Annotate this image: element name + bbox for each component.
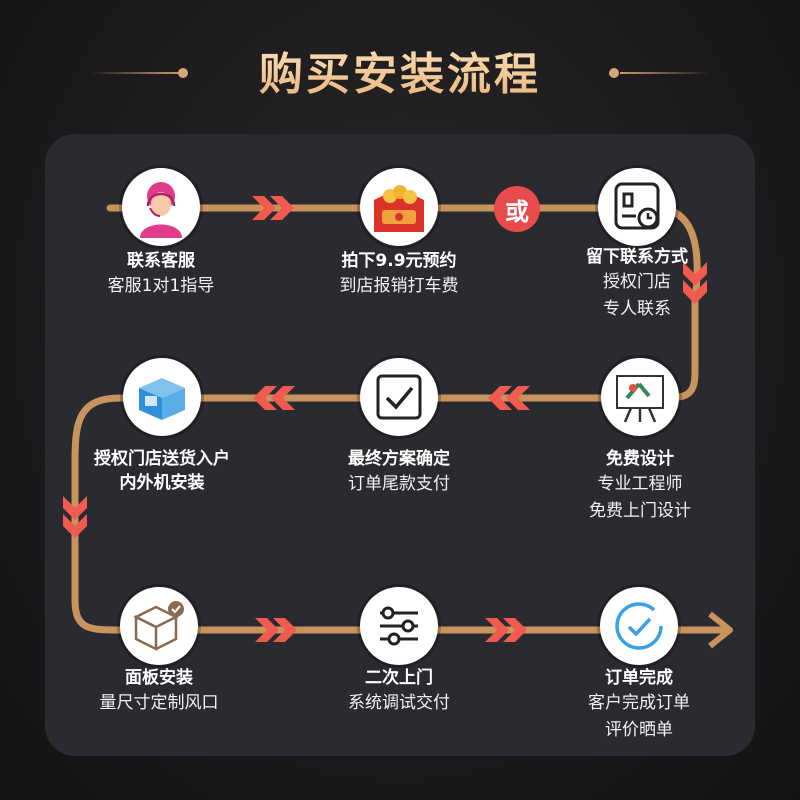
step-1-text: 联系客服 客服1对1指导 [51,249,271,300]
step-8-icon [360,587,438,665]
contact-card-icon [614,182,660,230]
step-6-text: 授权门店送货入户 内外机安装 [52,447,272,495]
step-detail: 订单尾款支付 [348,474,450,494]
step-4-icon [601,358,679,436]
design-board-icon [616,375,664,423]
title-dot-left [178,68,188,78]
step-detail: 客户完成订单 [588,693,690,713]
title-dot-right [609,68,619,78]
step-detail: 到店报销打车费 [339,276,459,296]
step-title: 最终方案确定 [348,449,450,469]
step-detail: 内外机安装 [119,473,205,493]
step-detail: 专人联系 [603,299,671,319]
step-2-text: 拍下9.9元预约 到店报销打车费 [289,249,509,300]
step-detail: 授权门店 [603,272,671,292]
chevron-down-icon [63,496,87,538]
step-9-icon [600,587,678,665]
customer-service-icon [140,182,182,238]
title-decoration-right [620,72,710,74]
chevron-right-icon [252,196,294,220]
step-2-icon [360,168,438,246]
step-detail: 客服1对1指导 [107,276,215,296]
step-detail: 量尺寸定制风口 [99,693,219,713]
step-title: 联系客服 [127,251,195,271]
step-title: 免费设计 [606,449,674,469]
red-envelope-icon [374,185,424,232]
page-title: 购买安装流程 [0,38,800,102]
step-4-text: 免费设计 专业工程师 免费上门设计 [530,447,750,525]
step-8-text: 二次上门 系统调试交付 [289,666,509,717]
step-7-text: 面板安装 量尺寸定制风口 [49,666,269,717]
step-title: 留下联系方式 [586,247,688,267]
step-detail: 评价晒单 [605,720,673,740]
step-detail: 专业工程师 [597,474,683,494]
chevron-right-icon [255,618,297,642]
step-detail: 免费上门设计 [589,501,691,521]
title-decoration-left [90,72,180,74]
step-title: 订单完成 [605,668,673,688]
step-5-icon [360,358,438,436]
end-arrow-icon [708,611,733,649]
step-5-text: 最终方案确定 订单尾款支付 [289,447,509,498]
step-title: 拍下9.9元预约 [341,251,457,271]
step-title: 授权门店送货入户 [94,449,230,469]
step-3-text: 留下联系方式 授权门店 专人联系 [527,245,747,323]
step-1-icon [122,168,200,246]
checkbox-icon [376,374,422,420]
package-check-icon [133,601,184,652]
sliders-icon [380,606,418,646]
chevron-right-icon [485,618,527,642]
chevron-left-icon [488,386,530,410]
delivery-box-icon [139,378,185,420]
check-circle-icon [615,602,663,650]
step-3-icon [598,168,676,246]
step-6-icon [123,358,201,436]
step-9-text: 订单完成 客户完成订单 评价晒单 [529,666,749,744]
or-badge: 或 [494,186,540,232]
step-7-icon [120,587,198,665]
step-title: 二次上门 [365,668,433,688]
chevron-down-icon [683,262,707,304]
chevron-left-icon [253,386,295,410]
step-detail: 系统调试交付 [348,693,450,713]
step-title: 面板安装 [125,668,193,688]
